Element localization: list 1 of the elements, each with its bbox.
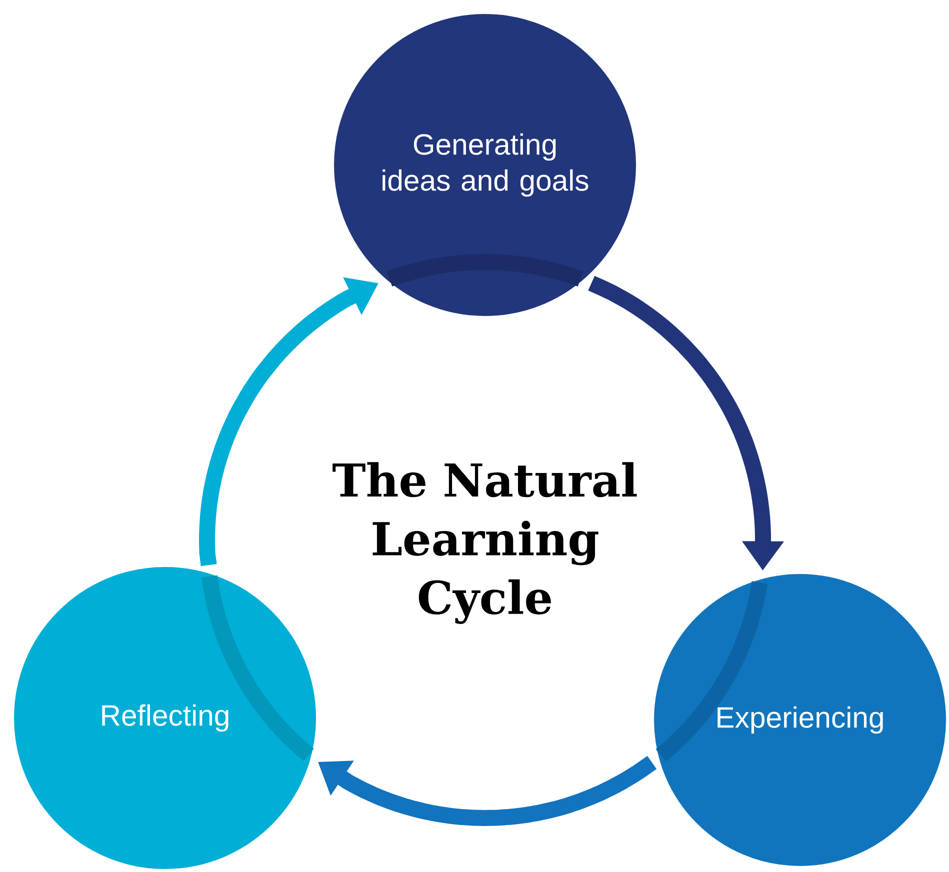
title: The Natural Learning Cycle xyxy=(332,462,637,624)
